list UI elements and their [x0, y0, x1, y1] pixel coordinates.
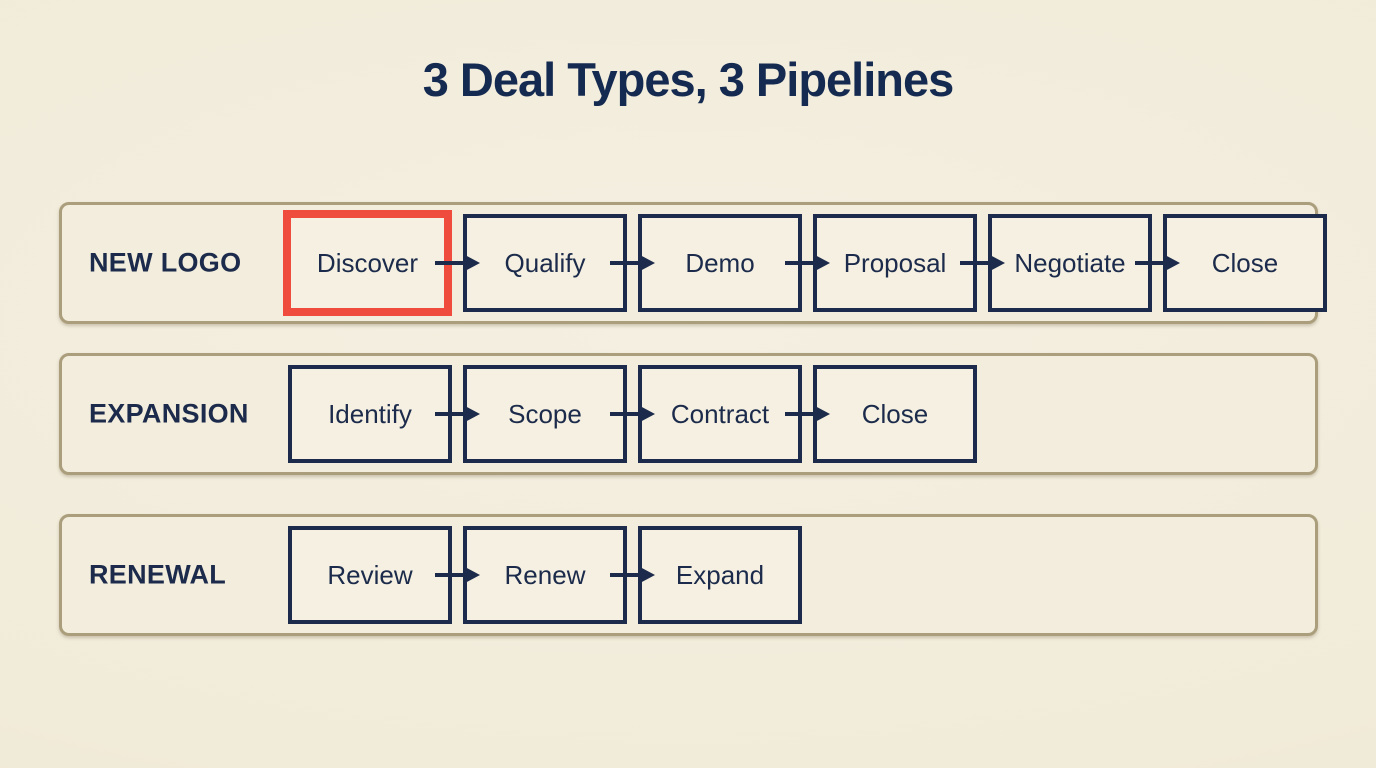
stage-label: Expand: [675, 559, 765, 590]
arrow-right-icon: [959, 214, 1005, 312]
stage-label: Proposal: [843, 247, 947, 278]
stage-box-renew: Renew: [463, 526, 627, 624]
stage-label: Close: [861, 398, 929, 429]
arrow-right-icon: [434, 365, 480, 463]
stage-label: Contract: [670, 398, 770, 429]
stage-label: Negotiate: [1014, 247, 1126, 278]
stage-box-discover: Discover: [283, 210, 452, 316]
pipeline-row-new-logo: NEW LOGO Discover Qualify Demo Proposal …: [59, 202, 1327, 324]
arrow-right-icon: [609, 214, 655, 312]
stage-box-qualify: Qualify: [463, 214, 627, 312]
arrow-right-icon: [434, 214, 480, 312]
stage-box-review: Review: [288, 526, 452, 624]
pipeline-label: RENEWAL: [89, 559, 227, 590]
stage-box-expand: Expand: [638, 526, 802, 624]
stage-label: Identify: [328, 398, 412, 429]
pipeline-stages: Identify Scope Contract Close: [288, 365, 977, 463]
stage-box-identify: Identify: [288, 365, 452, 463]
stage-box-close: Close: [1163, 214, 1327, 312]
pipeline-stages: Discover Qualify Demo Proposal Negotiate: [283, 210, 1327, 316]
stage-label: Demo: [685, 247, 755, 278]
stage-label: Review: [327, 559, 413, 590]
arrow-right-icon: [434, 526, 480, 624]
arrow-right-icon: [609, 526, 655, 624]
stage-label: Scope: [508, 398, 582, 429]
arrow-right-icon: [784, 214, 830, 312]
stage-box-contract: Contract: [638, 365, 802, 463]
stage-box-close: Close: [813, 365, 977, 463]
stage-box-proposal: Proposal: [813, 214, 977, 312]
arrow-right-icon: [609, 365, 655, 463]
pipeline-stages: Review Renew Expand: [288, 526, 802, 624]
pipeline-label: EXPANSION: [89, 398, 249, 429]
slide-title: 3 Deal Types, 3 Pipelines: [422, 53, 955, 106]
arrow-right-icon: [1134, 214, 1180, 312]
pipeline-label: NEW LOGO: [89, 247, 242, 278]
stage-label: Discover: [316, 247, 419, 278]
stage-box-demo: Demo: [638, 214, 802, 312]
arrow-right-icon: [784, 365, 830, 463]
stage-label: Close: [1211, 247, 1279, 278]
stage-label: Qualify: [504, 247, 586, 278]
pipeline-row-expansion: EXPANSION Identify Scope Contract Close: [59, 353, 1318, 475]
stage-label: Renew: [504, 559, 586, 590]
stage-box-negotiate: Negotiate: [988, 214, 1152, 312]
pipeline-row-renewal: RENEWAL Review Renew Expand: [59, 514, 1318, 636]
stage-box-scope: Scope: [463, 365, 627, 463]
